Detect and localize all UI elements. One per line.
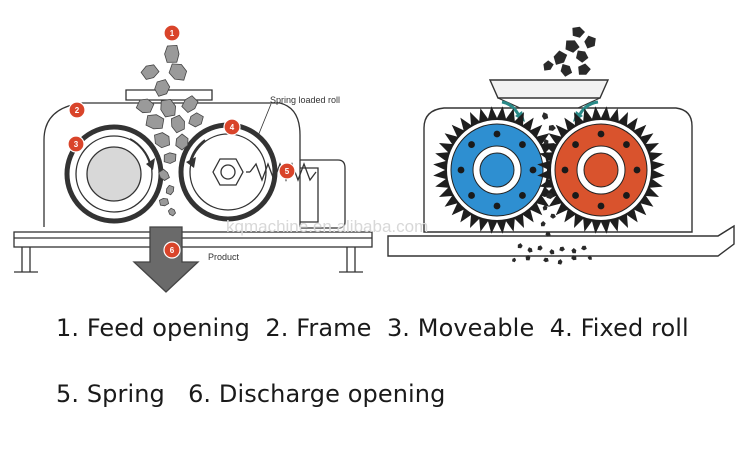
left-schematic <box>13 89 373 293</box>
callout-5: 5 <box>278 162 296 180</box>
rock <box>167 207 176 217</box>
rock <box>158 168 170 181</box>
rock <box>135 98 155 114</box>
coal-piece <box>576 50 589 63</box>
rock <box>163 152 177 164</box>
left-foot <box>14 247 38 273</box>
rock <box>168 63 188 81</box>
bolt <box>493 202 501 210</box>
coal-piece <box>543 257 549 263</box>
rock <box>145 114 165 130</box>
rock <box>164 44 180 63</box>
coal-piece <box>572 26 585 38</box>
svg-text:3: 3 <box>74 140 79 149</box>
callout-1: 1 <box>163 24 181 42</box>
coal-piece <box>559 246 565 252</box>
coal-piece <box>581 245 587 251</box>
bolt <box>457 166 465 174</box>
right-foot <box>339 247 363 273</box>
coal-piece <box>546 193 554 199</box>
coal-piece <box>571 255 577 261</box>
bolt <box>623 192 630 199</box>
rock <box>181 95 199 113</box>
bolt <box>572 141 579 148</box>
svg-text:1: 1 <box>170 29 175 38</box>
svg-text:4: 4 <box>230 123 235 132</box>
rock <box>165 184 175 196</box>
bolt <box>623 141 630 148</box>
legend-line-1: 1. Feed opening 2. Frame 3. Moveable 4. … <box>56 314 689 342</box>
bolt <box>572 192 579 199</box>
rock <box>175 133 189 151</box>
coal-piece <box>525 255 531 261</box>
coal-pieces <box>512 26 596 265</box>
bolt <box>597 130 605 138</box>
callout-6: 6 <box>163 241 181 259</box>
bolt <box>519 141 526 148</box>
bolt <box>597 202 605 210</box>
left-toothed-roll <box>433 106 561 234</box>
coal-piece <box>565 40 580 53</box>
side-box <box>300 159 346 229</box>
rock <box>158 197 170 207</box>
coal-piece <box>540 221 546 227</box>
callout-2: 2 <box>68 101 86 119</box>
coal-piece <box>571 248 577 254</box>
rock <box>160 98 177 118</box>
moveable-roll-core <box>86 146 142 202</box>
bolt <box>633 166 641 174</box>
callout-badges: 1 2 3 4 5 6 <box>67 24 296 259</box>
product-label: Product <box>208 252 240 262</box>
right-toothed-roll <box>537 106 665 234</box>
bolt <box>529 166 537 174</box>
coal-piece <box>553 50 568 65</box>
feed-rocks <box>135 44 204 217</box>
fixed-roll-hub <box>212 158 244 186</box>
coal-piece <box>549 249 555 255</box>
coal-piece <box>578 63 591 75</box>
bolt <box>468 141 475 148</box>
rock <box>154 79 171 97</box>
coal-piece <box>584 35 596 49</box>
bolt <box>561 166 569 174</box>
coal-piece <box>543 60 554 71</box>
watermark: kqmachine.en.alibaba.com <box>226 217 428 236</box>
coal-piece <box>517 243 523 249</box>
right-schematic <box>387 79 735 257</box>
base-beam <box>13 231 373 248</box>
coal-piece <box>557 259 563 265</box>
coal-piece <box>545 231 551 237</box>
coal-piece <box>537 245 543 251</box>
hub-center <box>583 152 619 188</box>
bolt <box>519 192 526 199</box>
coal-piece <box>550 213 556 219</box>
rock <box>140 64 160 80</box>
bolt <box>493 130 501 138</box>
discharge-arrow <box>132 226 200 293</box>
coal-piece <box>542 205 548 211</box>
callout-4: 4 <box>223 118 241 136</box>
coal-piece <box>587 255 592 260</box>
coal-piece <box>527 247 533 253</box>
rock <box>170 114 185 134</box>
hub-center <box>479 152 515 188</box>
coal-piece <box>548 124 556 131</box>
spring-loaded-roll-label: Spring loaded roll <box>270 95 340 105</box>
feed-hopper-right <box>488 79 610 99</box>
legend-line-2: 5. Spring 6. Discharge opening <box>56 380 446 408</box>
svg-text:5: 5 <box>285 167 290 176</box>
rock <box>154 132 171 149</box>
bolt <box>468 192 475 199</box>
feed-hopper <box>125 89 213 101</box>
rock <box>188 112 204 128</box>
coal-piece <box>541 112 549 120</box>
svg-text:6: 6 <box>170 246 175 255</box>
crusher-frame <box>43 102 301 227</box>
coal-piece <box>560 64 573 77</box>
callout-3: 3 <box>67 135 85 153</box>
coal-piece <box>512 257 517 263</box>
svg-text:2: 2 <box>75 106 80 115</box>
coal-piece <box>543 139 549 145</box>
